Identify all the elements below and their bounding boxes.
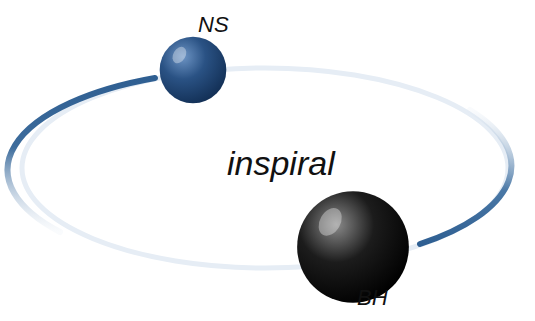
node-label: NS — [198, 12, 229, 38]
sphere — [159, 36, 227, 104]
node-label: BH — [357, 285, 388, 311]
center-label: inspiral — [227, 144, 335, 183]
orbit-arc — [8, 78, 155, 232]
orbit-arc — [420, 110, 511, 244]
neutron-star — [159, 36, 227, 104]
sphere — [296, 190, 410, 304]
black-hole — [296, 190, 410, 304]
